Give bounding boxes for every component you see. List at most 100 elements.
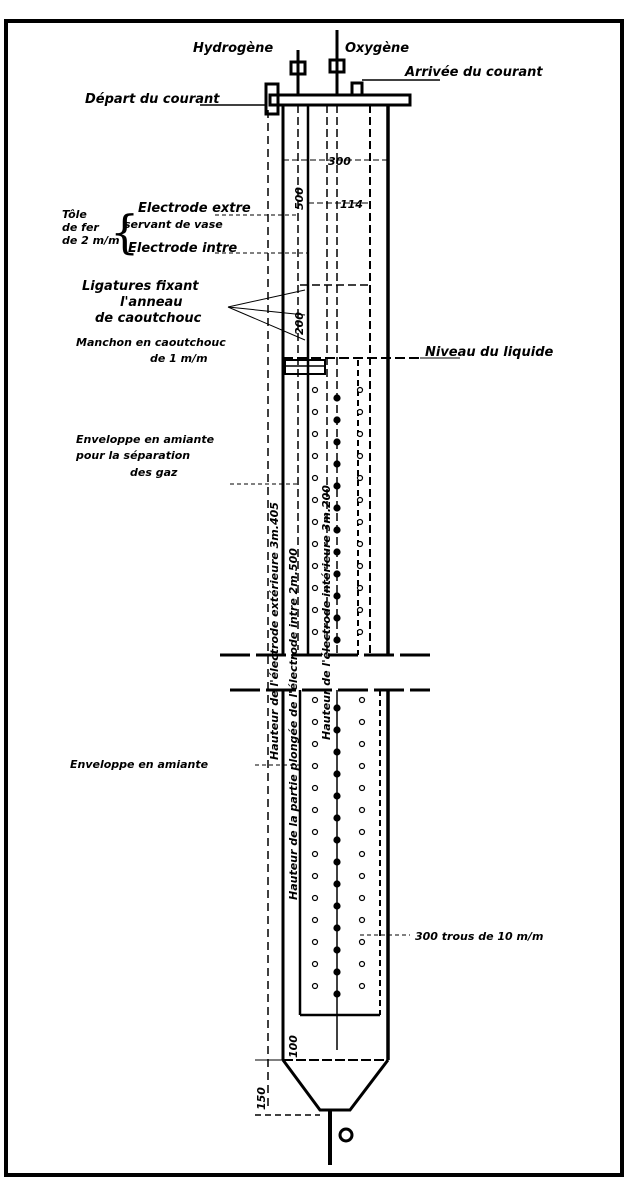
bead <box>333 416 341 424</box>
height-inner-label: Hauteur de l'électrode intérieure 3m.200 <box>320 485 333 740</box>
dim-150: 150 <box>255 1087 268 1110</box>
current-out-label: Départ du courant <box>85 92 220 107</box>
bead <box>333 704 341 712</box>
hole <box>358 916 366 924</box>
hole <box>358 872 366 880</box>
hydrogen-label: Hydrogène <box>193 41 273 56</box>
hole <box>311 474 319 482</box>
hole <box>356 430 364 438</box>
brace: { <box>110 205 139 259</box>
bead <box>333 438 341 446</box>
dim-114: 114 <box>340 198 363 211</box>
height-outer-label: Hauteur de l'électrode extérieure 3m.405 <box>268 502 281 760</box>
hole <box>311 828 319 836</box>
hole <box>311 784 319 792</box>
hole <box>356 562 364 570</box>
hole <box>356 628 364 636</box>
tole-label: de fer <box>62 221 99 234</box>
asbestos-label: pour la séparation <box>75 449 190 462</box>
hole <box>358 938 366 946</box>
hole <box>311 452 319 460</box>
hole <box>358 894 366 902</box>
dim-300: 300 <box>328 155 351 168</box>
current-in-label: Arrivée du courant <box>404 65 543 80</box>
liquid-level-label: Niveau du liquide <box>425 345 554 360</box>
bead <box>333 592 341 600</box>
bead <box>333 526 341 534</box>
oxygen-label: Oxygène <box>345 41 409 56</box>
bead <box>333 880 341 888</box>
hole <box>311 496 319 504</box>
bead <box>333 770 341 778</box>
bead <box>333 946 341 954</box>
bead <box>333 570 341 578</box>
hole <box>358 784 366 792</box>
frame-border <box>4 19 624 1177</box>
hole <box>311 584 319 592</box>
bead <box>333 814 341 822</box>
hole <box>311 982 319 990</box>
ligatures-label: Ligatures fixant <box>82 279 199 294</box>
bead <box>333 748 341 756</box>
hole <box>356 606 364 614</box>
asbestos-label: des gaz <box>130 466 178 479</box>
hole <box>311 430 319 438</box>
hole <box>311 386 319 394</box>
perforation-holes <box>311 386 366 998</box>
bead <box>333 482 341 490</box>
inner-electrode-label: Electrode intre <box>128 241 237 256</box>
dim-200: 200 <box>293 312 306 335</box>
hole <box>358 762 366 770</box>
bead <box>333 968 341 976</box>
asbestos-label: Enveloppe en amiante <box>76 433 215 446</box>
hole <box>356 584 364 592</box>
bead <box>333 902 341 910</box>
hole <box>311 408 319 416</box>
bead <box>333 858 341 866</box>
lid-flange <box>268 93 412 107</box>
hole <box>356 386 364 394</box>
bead <box>333 836 341 844</box>
hole <box>358 806 366 814</box>
hole <box>358 982 366 990</box>
height-immersed-label: Hauteur de la partie plongée de l'électr… <box>287 548 300 900</box>
dim-500: 500 <box>293 187 306 210</box>
hole <box>311 696 319 704</box>
hole <box>356 518 364 526</box>
asbestos-lower-label: Enveloppe en amiante <box>70 758 209 771</box>
sleeve-label: de 1 m/m <box>150 352 208 365</box>
tole-label: de 2 m/m <box>62 234 120 247</box>
hole <box>311 872 319 880</box>
bead <box>333 924 341 932</box>
hole <box>311 938 319 946</box>
ligatures-label: de caoutchouc <box>95 311 202 326</box>
terminal-out <box>264 82 280 116</box>
hole <box>358 740 366 748</box>
bead <box>333 726 341 734</box>
ligatures-label: l'anneau <box>120 295 183 310</box>
hole <box>311 762 319 770</box>
sleeve-label: Manchon en caoutchouc <box>76 336 226 349</box>
hole <box>356 408 364 416</box>
bead <box>333 792 341 800</box>
bead <box>333 990 341 998</box>
hole <box>311 916 319 924</box>
hole <box>311 806 319 814</box>
bead <box>333 394 341 402</box>
bead <box>333 548 341 556</box>
hole <box>311 850 319 858</box>
hole <box>358 696 366 704</box>
hole <box>358 718 366 726</box>
terminal-in <box>350 81 364 95</box>
outer-electrode-label: servant de vase <box>124 218 223 231</box>
dim-100: 100 <box>287 1035 300 1058</box>
hole <box>311 960 319 968</box>
bead <box>333 614 341 622</box>
tole-label: Tôle <box>62 208 87 221</box>
bead <box>333 460 341 468</box>
hole <box>356 452 364 460</box>
hole <box>311 540 319 548</box>
bead <box>333 504 341 512</box>
outer-electrode-label: Electrode extre <box>138 201 251 216</box>
